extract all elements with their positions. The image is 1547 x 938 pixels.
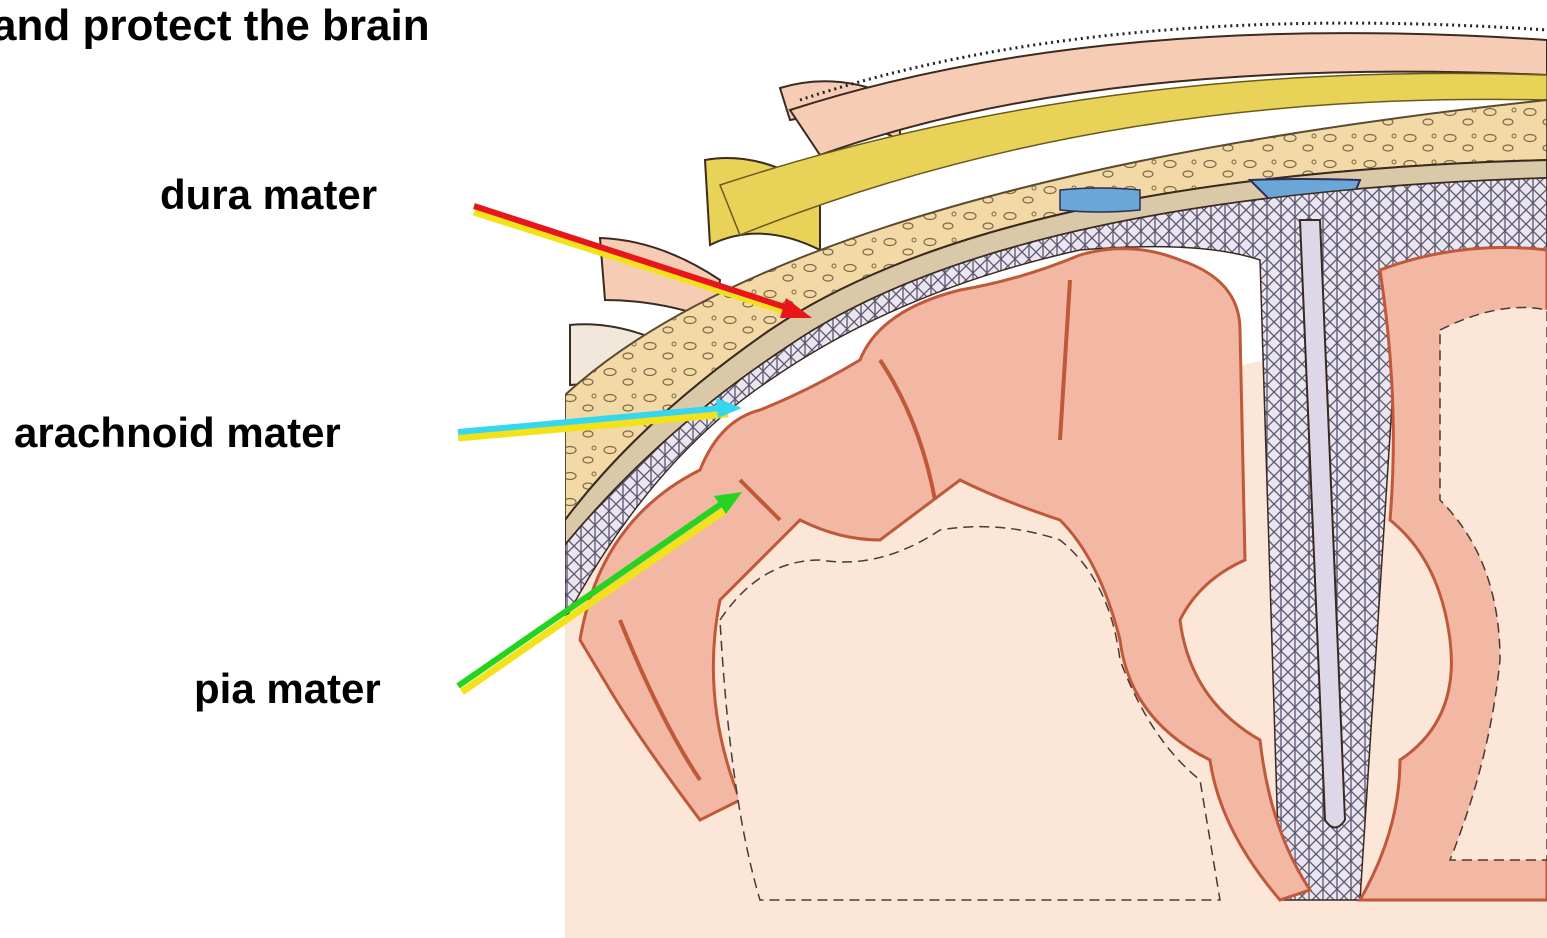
granulation [1060,188,1140,212]
